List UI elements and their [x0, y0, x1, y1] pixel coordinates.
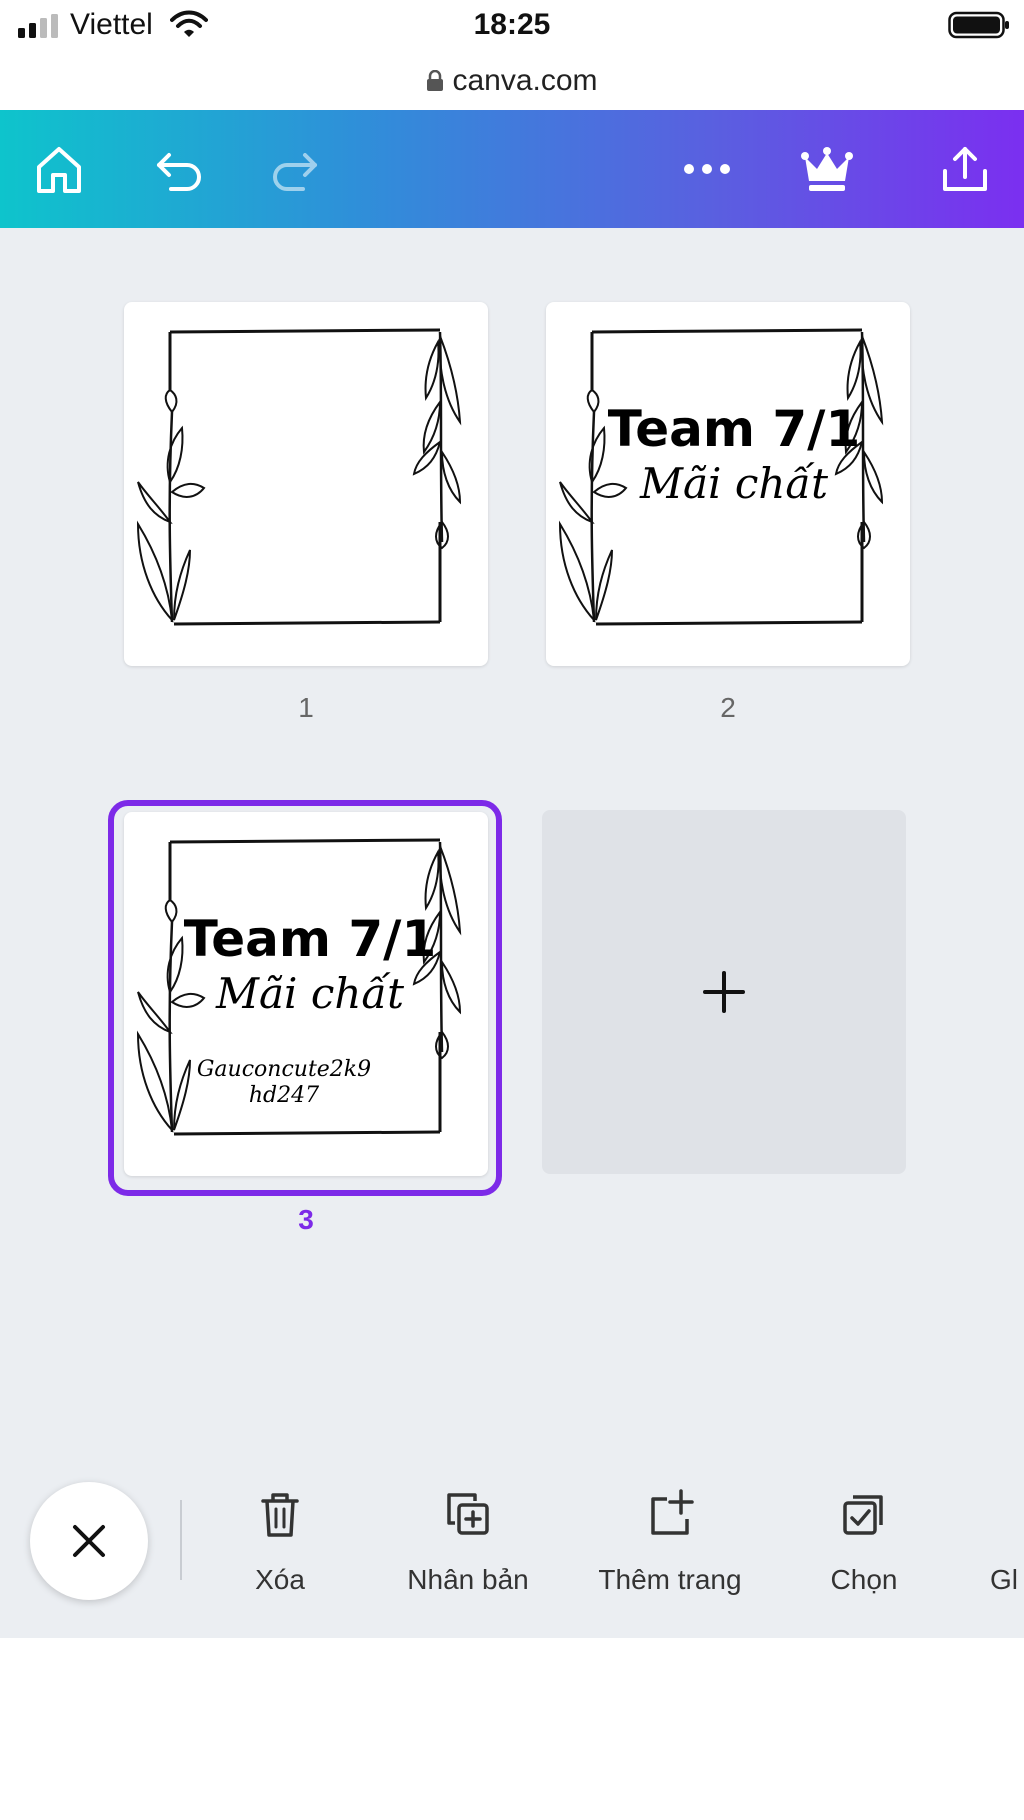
more-actions-button[interactable]: Gl — [990, 1484, 1024, 1596]
share-icon — [943, 147, 987, 191]
page-subtitle: Mãi chất — [215, 969, 404, 1018]
page-grid: 1 Team 7/1 Mãi chất 2 Team 7/1 Mãi chất … — [0, 228, 1024, 1638]
share-button[interactable] — [934, 138, 996, 200]
page-title: Team 7/1 — [608, 400, 860, 458]
plus-icon — [703, 971, 745, 1013]
select-label: Chọn — [830, 1564, 898, 1595]
signature-line-2: hd247 — [249, 1083, 319, 1108]
more-button[interactable] — [676, 138, 738, 200]
delete-button[interactable]: Xóa — [230, 1484, 330, 1596]
duplicate-label: Nhân bản — [407, 1564, 529, 1595]
floral-frame-graphic: Team 7/1 Mãi chất — [558, 328, 884, 626]
url-text: canva.com — [452, 64, 598, 97]
select-icon — [843, 1495, 883, 1535]
battery-icon — [948, 11, 1009, 39]
close-button[interactable] — [30, 1482, 148, 1600]
clock: 18:25 — [473, 8, 551, 41]
signal-icon — [18, 14, 58, 38]
signature-line-1: Gauconcute2k9 — [197, 1057, 371, 1082]
redo-button[interactable] — [264, 138, 326, 200]
delete-label: Xóa — [255, 1564, 305, 1595]
page-actions-bar: Xóa Nhân bản Thêm trang — [0, 1460, 1024, 1638]
editor-toolbar — [0, 110, 1024, 228]
floral-frame-graphic: Team 7/1 Mãi chất Gauconcute2k9 hd247 — [136, 838, 462, 1136]
action-divider — [180, 1500, 182, 1580]
floral-frame-graphic — [136, 328, 462, 626]
selected-page-outline — [108, 800, 502, 1196]
select-button[interactable]: Chọn — [814, 1484, 914, 1596]
page-thumbnail-1[interactable] — [124, 302, 488, 666]
crown-icon — [801, 147, 853, 191]
page-subtitle: Mãi chất — [639, 459, 828, 508]
close-icon — [73, 1525, 105, 1557]
page-number-3: 3 — [298, 1204, 314, 1235]
more-icon — [684, 164, 730, 174]
duplicate-icon — [447, 1493, 489, 1535]
lock-icon — [427, 70, 444, 91]
undo-button[interactable] — [148, 138, 210, 200]
page-thumbnail-2[interactable]: Team 7/1 Mãi chất — [546, 302, 910, 666]
add-page-button[interactable] — [542, 810, 906, 1174]
trash-icon — [261, 1493, 299, 1537]
page-number-2: 2 — [720, 692, 736, 723]
add-page-action-button[interactable]: Thêm trang — [590, 1484, 750, 1596]
page-number-1: 1 — [298, 692, 314, 723]
url-bar[interactable]: canva.com — [0, 52, 1024, 110]
duplicate-button[interactable]: Nhân bản — [398, 1484, 538, 1596]
status-bar: Viettel 18:25 — [0, 0, 1024, 52]
more-actions-label: Gl — [990, 1564, 1018, 1595]
wifi-icon — [170, 10, 208, 37]
home-icon — [37, 147, 81, 193]
home-button[interactable] — [28, 138, 90, 200]
undo-icon — [157, 153, 201, 191]
add-page-label: Thêm trang — [598, 1564, 742, 1595]
bottom-safe-area — [0, 1638, 1024, 1820]
carrier-name: Viettel — [70, 8, 153, 41]
page-title: Team 7/1 — [184, 910, 436, 968]
page-thumbnail-3[interactable]: Team 7/1 Mãi chất Gauconcute2k9 hd247 — [124, 812, 488, 1176]
premium-button[interactable] — [796, 138, 858, 200]
add-page-icon — [651, 1489, 694, 1535]
redo-icon — [273, 153, 317, 191]
